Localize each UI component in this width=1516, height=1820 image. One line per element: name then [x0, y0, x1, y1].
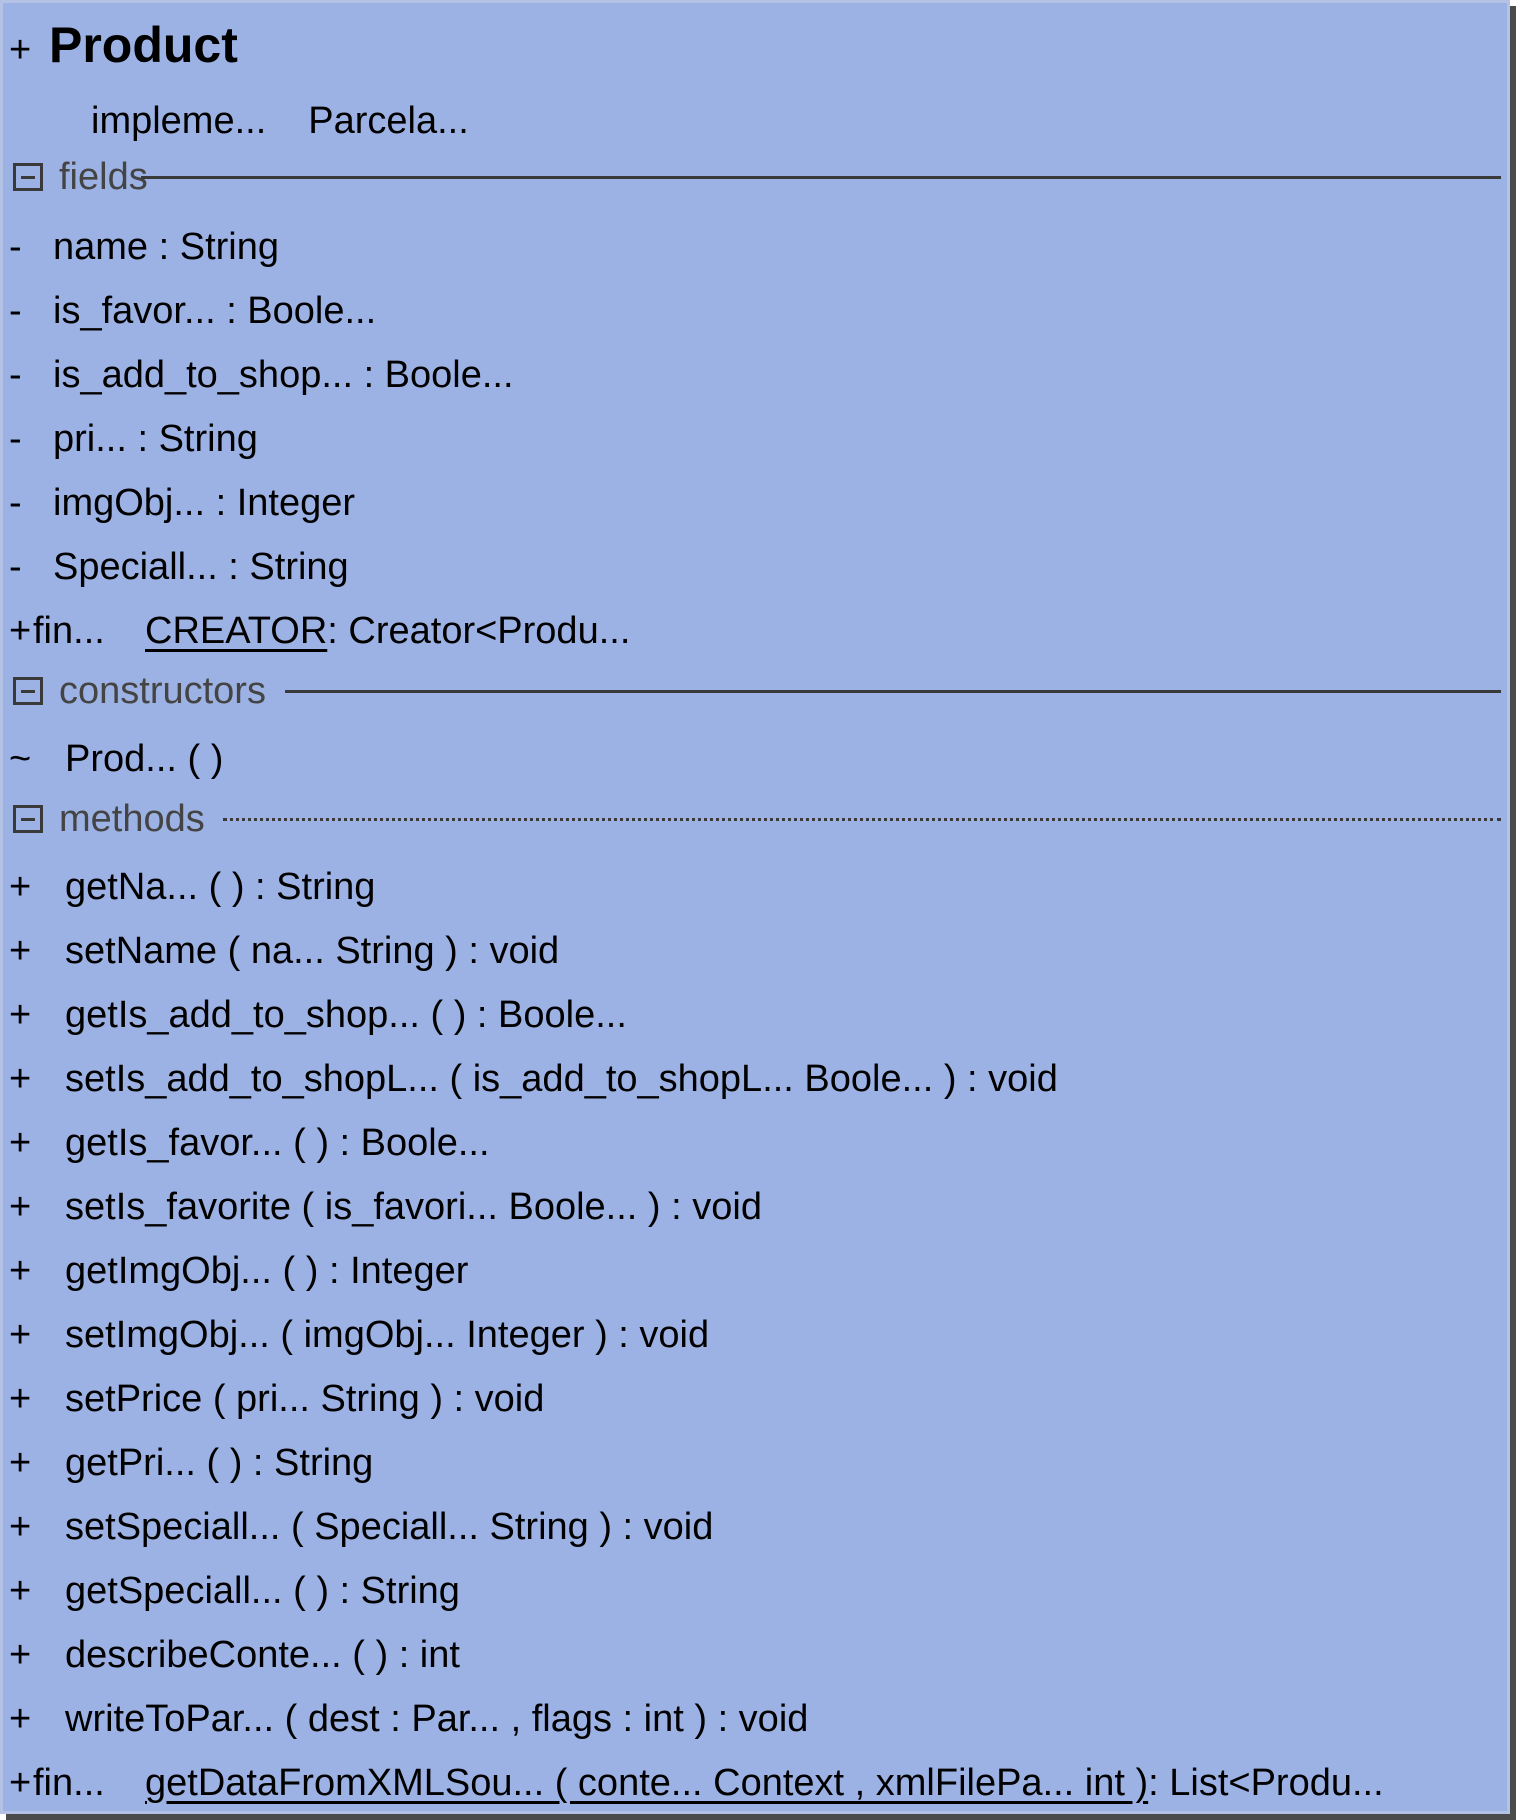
visibility-marker: + — [9, 1186, 32, 1228]
static-field-name: CREATOR — [145, 610, 328, 652]
constructor-text: Prod... ( ) — [65, 738, 224, 780]
methods-section-header: methods — [9, 791, 1501, 847]
static-field-type: : Creator<Produ... — [327, 610, 631, 652]
class-visibility: + — [9, 29, 32, 71]
visibility-marker: ~ — [9, 738, 32, 780]
method-row[interactable]: + getPri... ( ) : String — [9, 1431, 373, 1495]
methods-section-label: methods — [59, 798, 205, 840]
visibility-marker: - — [9, 546, 22, 588]
visibility-marker: + — [9, 866, 32, 908]
visibility-marker: + — [9, 1058, 32, 1100]
modifier-text: fin... — [33, 1762, 105, 1804]
section-divider — [223, 818, 1501, 821]
collapse-toggle-icon[interactable] — [13, 163, 43, 191]
fields-section-label: fields — [59, 156, 148, 198]
collapse-toggle-icon[interactable] — [13, 805, 43, 833]
visibility-marker: - — [9, 290, 22, 332]
class-name[interactable]: Product — [49, 17, 238, 73]
field-text: is_favor... : Boole... — [53, 290, 377, 332]
method-row[interactable]: + getIs_favor... ( ) : Boole... — [9, 1111, 490, 1175]
section-divider — [285, 690, 1501, 693]
method-row[interactable]: + setPrice ( pri... String ) : void — [9, 1367, 544, 1431]
method-row[interactable]: + writeToPar... ( dest : Par... , flags :… — [9, 1687, 808, 1751]
static-method-signature: getDataFromXMLSou... ( conte... Context … — [145, 1762, 1149, 1804]
method-row[interactable]: + setImgObj... ( imgObj... Integer ) : vo… — [9, 1303, 709, 1367]
method-row[interactable]: + setSpeciall... ( Speciall... String ) :… — [9, 1495, 713, 1559]
static-method-row[interactable]: +fin... getDataFromXMLSou... ( conte... C… — [9, 1751, 1384, 1811]
visibility-marker: + — [9, 1698, 32, 1740]
method-row[interactable]: + setName ( na... String ) : void — [9, 919, 559, 983]
method-text: setSpeciall... ( Speciall... String ) : … — [65, 1506, 714, 1548]
section-divider — [141, 176, 1501, 179]
method-text: getIs_favor... ( ) : Boole... — [65, 1122, 490, 1164]
method-text: writeToPar... ( dest : Par... , flags : … — [65, 1698, 809, 1740]
method-row[interactable]: + getSpeciall... ( ) : String — [9, 1559, 460, 1623]
method-text: getSpeciall... ( ) : String — [65, 1570, 460, 1612]
method-text: setName ( na... String ) : void — [65, 930, 560, 972]
field-row[interactable]: -imgObj... : Integer — [9, 471, 355, 535]
visibility-marker: + — [9, 1250, 32, 1292]
method-row[interactable]: + getIs_add_to_shop... ( ) : Boole... — [9, 983, 627, 1047]
method-text: setIs_favorite ( is_favori... Boole... )… — [65, 1186, 762, 1228]
constructors-section-header: constructors — [9, 663, 1501, 719]
method-text: getIs_add_to_shop... ( ) : Boole... — [65, 994, 627, 1036]
method-row[interactable]: + getNa... ( ) : String — [9, 855, 375, 919]
method-row[interactable]: + getImgObj... ( ) : Integer — [9, 1239, 468, 1303]
visibility-marker: + — [9, 1122, 32, 1164]
visibility-marker: + — [9, 1442, 32, 1484]
method-row[interactable]: + describeConte... ( ) : int — [9, 1623, 460, 1687]
method-text: setImgObj... ( imgObj... Integer ) : voi… — [65, 1314, 710, 1356]
method-text: setIs_add_to_shopL... ( is_add_to_shopL.… — [65, 1058, 1058, 1100]
method-row[interactable]: + setIs_favorite ( is_favori... Boole... … — [9, 1175, 762, 1239]
implements-row: impleme... Parcela... — [91, 89, 469, 153]
visibility-marker: - — [9, 226, 22, 268]
visibility-marker: + — [9, 994, 32, 1036]
field-row[interactable]: -is_add_to_shop... : Boole... — [9, 343, 514, 407]
static-method-return: : List<Produ... — [1148, 1762, 1384, 1804]
field-text: Speciall... : String — [53, 546, 349, 588]
field-text: imgObj... : Integer — [53, 482, 356, 524]
visibility-marker: - — [9, 418, 22, 460]
constructor-row[interactable]: ~ Prod... ( ) — [9, 727, 223, 791]
visibility-marker: + — [9, 1634, 32, 1676]
field-row[interactable]: -Speciall... : String — [9, 535, 349, 599]
visibility-marker: + — [9, 610, 32, 652]
static-field-row[interactable]: +fin... CREATOR: Creator<Produ... — [9, 599, 630, 663]
visibility-marker: + — [9, 1762, 32, 1804]
field-text: name : String — [53, 226, 279, 268]
field-row[interactable]: -is_favor... : Boole... — [9, 279, 376, 343]
method-text: getImgObj... ( ) : Integer — [65, 1250, 469, 1292]
fields-section-header: fields — [9, 149, 1501, 205]
field-row[interactable]: -pri... : String — [9, 407, 258, 471]
field-row[interactable]: -name : String — [9, 215, 279, 279]
modifier-text: fin... — [33, 610, 105, 652]
visibility-marker: + — [9, 1314, 32, 1356]
collapse-toggle-icon[interactable] — [13, 677, 43, 705]
visibility-marker: + — [9, 1378, 32, 1420]
method-text: describeConte... ( ) : int — [65, 1634, 460, 1676]
implements-interface: Parcela... — [308, 100, 469, 142]
visibility-marker: + — [9, 1570, 32, 1612]
visibility-marker: + — [9, 1506, 32, 1548]
method-row[interactable]: + setIs_add_to_shopL... ( is_add_to_shopL… — [9, 1047, 1058, 1111]
method-text: getNa... ( ) : String — [65, 866, 376, 908]
implements-keyword: impleme... — [91, 100, 267, 142]
constructors-section-label: constructors — [59, 670, 266, 712]
visibility-marker: - — [9, 482, 22, 524]
visibility-marker: + — [9, 930, 32, 972]
field-text: pri... : String — [53, 418, 258, 460]
method-text: getPri... ( ) : String — [65, 1442, 374, 1484]
field-text: is_add_to_shop... : Boole... — [53, 354, 514, 396]
class-header: + Product — [9, 13, 238, 77]
method-text: setPrice ( pri... String ) : void — [65, 1378, 545, 1420]
visibility-marker: - — [9, 354, 22, 396]
